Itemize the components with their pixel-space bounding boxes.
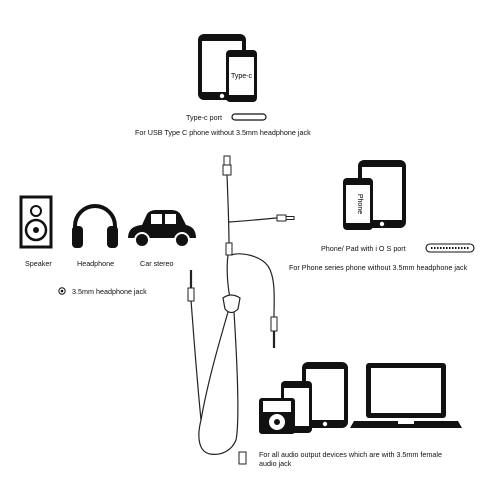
headphone-icon bbox=[72, 204, 118, 248]
lightning-port-label: Phone/ Pad with i O S port bbox=[321, 244, 406, 253]
car-icon bbox=[128, 210, 196, 248]
lightning-port-icon bbox=[425, 243, 475, 253]
typec-caption: For USB Type C phone without 3.5mm headp… bbox=[135, 128, 311, 137]
typec-port-label: Type-c port bbox=[186, 113, 222, 122]
headphone-label: Headphone bbox=[77, 259, 115, 268]
jack-bullet-icon bbox=[58, 287, 66, 295]
female-jack-caption: For all audio output devices which are w… bbox=[259, 450, 442, 468]
speaker-icon bbox=[19, 195, 53, 249]
laptop-icon bbox=[350, 363, 462, 428]
typec-devices-icon bbox=[198, 34, 257, 102]
adapter-cable bbox=[187, 155, 295, 465]
jack-label: 3.5mm headphone jack bbox=[72, 287, 147, 296]
car-stereo-label: Car stereo bbox=[140, 259, 174, 268]
typec-screen-label: Type-c bbox=[231, 73, 253, 80]
speaker-label: Speaker bbox=[25, 259, 52, 268]
mp3-player-icon bbox=[259, 398, 295, 434]
tablet-icon bbox=[302, 362, 348, 428]
lightning-screen-label: Phone bbox=[356, 194, 363, 214]
lightning-devices-icon bbox=[343, 160, 406, 230]
typec-port-icon bbox=[231, 113, 267, 121]
lightning-caption: For Phone series phone without 3.5mm hea… bbox=[289, 263, 468, 272]
